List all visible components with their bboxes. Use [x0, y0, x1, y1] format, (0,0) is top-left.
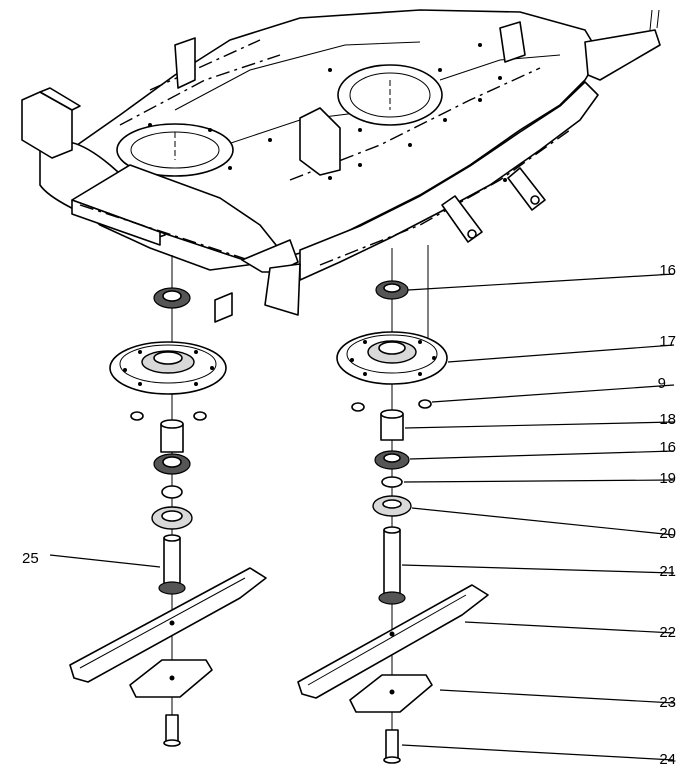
right-blade-bolt — [383, 729, 401, 764]
callout-18: 18 — [659, 411, 676, 428]
callout-16-upper: 16 — [659, 262, 676, 279]
callout-22: 22 — [659, 624, 676, 641]
callout-9: 9 — [658, 375, 666, 392]
left-upper-bearing — [153, 287, 191, 309]
left-deflector-bracket — [21, 87, 81, 159]
left-spindle-shaft — [158, 534, 186, 595]
left-lower-bearing — [153, 453, 191, 475]
callout-21: 21 — [659, 563, 676, 580]
right-washer — [381, 476, 403, 488]
deck-clip — [214, 292, 233, 323]
left-spindle-assembly — [69, 255, 267, 747]
leader-lines — [49, 273, 675, 761]
deck-brackets — [174, 9, 661, 176]
callout-20: 20 — [659, 525, 676, 542]
left-blade-bolt — [163, 714, 181, 747]
right-flange-nuts — [351, 399, 432, 412]
right-spacer — [380, 409, 404, 441]
right-spindle-assembly — [297, 245, 489, 764]
right-spindle-housing — [336, 331, 448, 385]
callout-17: 17 — [659, 333, 676, 350]
right-upper-bearing — [375, 280, 409, 300]
center-baffle — [71, 164, 301, 316]
left-flange-nuts — [130, 411, 207, 421]
callout-labels: 16 17 9 18 16 19 20 25 21 22 23 24 — [22, 262, 676, 768]
right-seal-cup — [372, 495, 412, 517]
callout-24: 24 — [659, 751, 676, 768]
left-spacer — [160, 419, 184, 453]
callout-19: 19 — [659, 470, 676, 487]
callout-25: 25 — [22, 550, 39, 567]
right-lower-bearing — [374, 450, 410, 470]
left-mower-blade — [69, 567, 267, 683]
callout-16-lower: 16 — [659, 439, 676, 456]
callout-23: 23 — [659, 694, 676, 711]
right-mower-blade — [297, 584, 489, 699]
left-washer — [161, 485, 183, 499]
left-seal-cup — [151, 506, 193, 530]
left-spindle-housing — [109, 341, 227, 395]
height-adjust-hangers — [441, 167, 546, 243]
right-spindle-shaft — [378, 526, 406, 605]
